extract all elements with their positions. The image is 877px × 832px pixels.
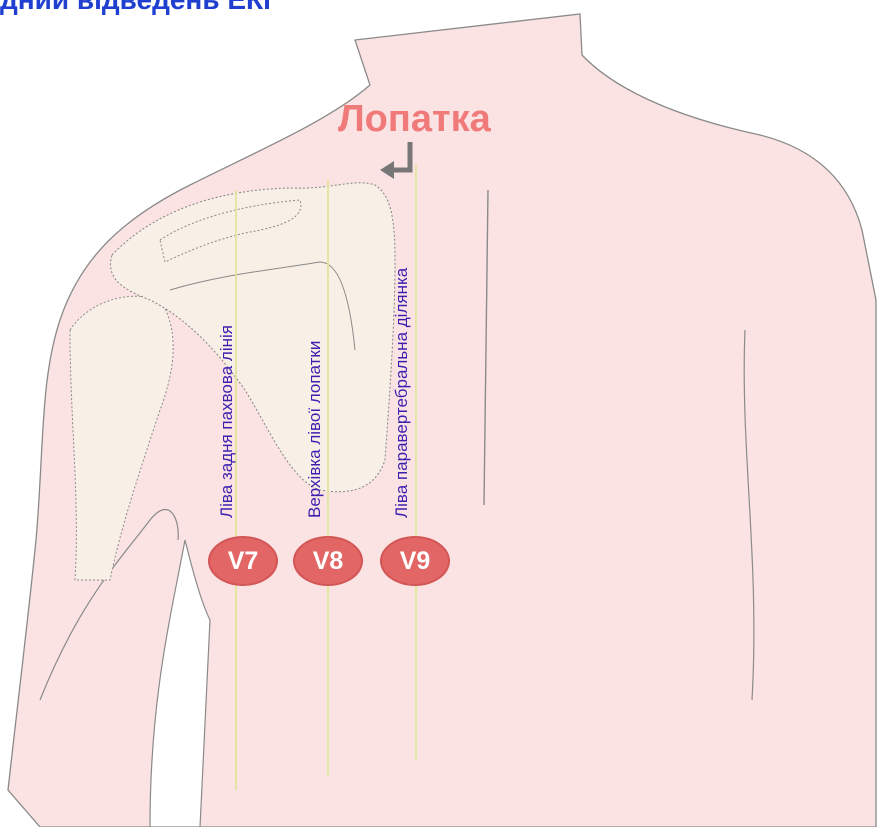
scapula-label: Лопатка [338, 98, 491, 141]
posterior-axillary-line-label: Ліва задня пахвова лінія [217, 325, 237, 518]
scapula-apex-label: Верхівка лівої лопатки [305, 341, 325, 518]
electrode-v8: V8 [293, 536, 363, 586]
electrode-v9: V9 [380, 536, 450, 586]
page-title: дний відведень ЕКГ [0, 0, 279, 16]
paravertebral-area-label: Ліва паравертебральна ділянка [392, 268, 412, 518]
electrode-v7: V7 [208, 536, 278, 586]
